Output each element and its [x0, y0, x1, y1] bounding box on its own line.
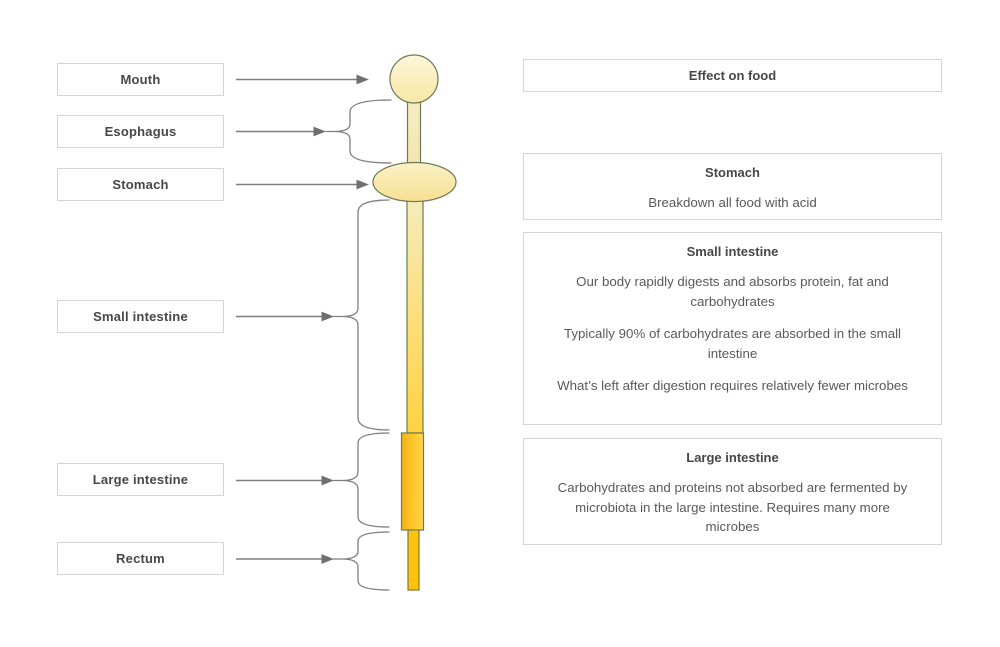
info-box-large-intestine-paragraph: Carbohydrates and proteins not absorbed …	[557, 480, 908, 534]
info-box-small-intestine-paragraph: What’s left after digestion requires rel…	[557, 378, 908, 393]
label-rectum-text: Rectum	[116, 551, 165, 566]
info-box-small-intestine: Small intestine Our body rapidly digests…	[523, 232, 942, 425]
label-esophagus: Esophagus	[57, 115, 224, 148]
brace-large-intestine	[332, 432, 390, 528]
brace-small-intestine	[332, 199, 390, 431]
label-mouth: Mouth	[57, 63, 224, 96]
label-mouth-text: Mouth	[120, 72, 161, 87]
brace-esophagus	[325, 99, 392, 164]
large-intestine-shape	[400, 432, 425, 531]
effect-on-food-header-text: Effect on food	[688, 68, 777, 83]
info-box-large-intestine: Large intestine Carbohydrates and protei…	[523, 438, 942, 545]
esophagus-shape	[406, 100, 422, 166]
info-box-large-intestine-title: Large intestine	[686, 450, 779, 465]
label-stomach-text: Stomach	[112, 177, 169, 192]
effect-on-food-header: Effect on food	[523, 59, 942, 92]
brace-rectum	[332, 531, 390, 591]
label-rectum: Rectum	[57, 542, 224, 575]
label-large-intestine: Large intestine	[57, 463, 224, 496]
info-box-small-intestine-paragraph: Our body rapidly digests and absorbs pro…	[576, 274, 889, 309]
mouth-shape	[389, 54, 439, 104]
info-box-stomach-title: Stomach	[705, 165, 760, 180]
label-small-intestine-text: Small intestine	[93, 309, 188, 324]
label-esophagus-text: Esophagus	[104, 124, 177, 139]
label-small-intestine: Small intestine	[57, 300, 224, 333]
info-box-small-intestine-title: Small intestine	[686, 244, 779, 259]
info-box-stomach-paragraph: Breakdown all food with acid	[648, 195, 817, 210]
info-box-stomach: Stomach Breakdown all food with acid	[523, 153, 942, 220]
info-box-small-intestine-paragraph: Typically 90% of carbohydrates are absor…	[563, 326, 902, 361]
small-intestine-shape	[406, 198, 424, 434]
label-large-intestine-text: Large intestine	[92, 472, 189, 487]
stomach-shape	[372, 161, 457, 203]
rectum-shape	[407, 527, 420, 591]
label-stomach: Stomach	[57, 168, 224, 201]
